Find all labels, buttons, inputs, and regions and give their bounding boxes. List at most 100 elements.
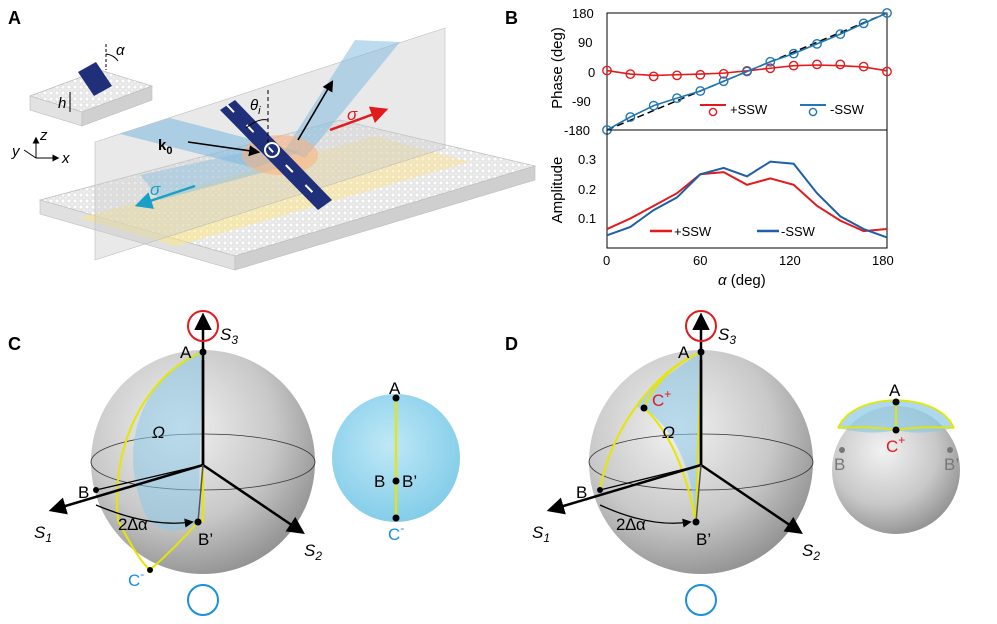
point-bprime-label: B’ [198, 530, 213, 549]
s1-axis [48, 463, 204, 515]
top-c-label: C- [388, 521, 404, 544]
phase-point-minus [858, 18, 869, 29]
lcp-circle-icon [187, 584, 219, 616]
top-a-label: A [889, 381, 901, 400]
phase-point-minus [695, 86, 706, 96]
phase-point-plus [695, 69, 706, 80]
k0-arrow [187, 141, 261, 157]
solid-angle-region [636, 352, 701, 522]
phase-point-plus [882, 66, 892, 77]
x-tick: 120 [779, 253, 801, 268]
phase-tick: -180 [564, 123, 590, 138]
phase-point-minus [812, 38, 822, 49]
top-view-sphere: A C+ B B’ [832, 381, 960, 534]
phase-point-plus [718, 68, 729, 79]
point-b-label: B [576, 483, 587, 502]
amplitude-plot [606, 129, 888, 249]
panel-b: B Phase (deg) Amplitude 180 90 0 -90 -18… [505, 6, 894, 289]
panel-a: A α h [8, 8, 537, 271]
point-c-label: C- [128, 567, 144, 590]
panel-c: C S3 S1 S2 A B B’ Ω 2∆α C- [8, 310, 460, 616]
delta-alpha-arc [599, 504, 692, 528]
s1-label: S1 [34, 523, 52, 545]
phase-point-plus [602, 65, 612, 76]
sigma-teal-label: σ [150, 180, 161, 199]
alpha-label: α [116, 42, 125, 59]
point-c-label: C+ [652, 387, 671, 410]
omega-label: Ω [662, 423, 675, 442]
top-b-label: B [374, 472, 385, 491]
amp-tick: 0.3 [578, 152, 596, 167]
lcp-circle-icon [685, 584, 717, 616]
panel-c-letter: C [8, 334, 21, 354]
legend-plus-ssw: +SSW [730, 102, 768, 117]
panel-b-letter: B [505, 8, 518, 28]
top-view-sphere: A B B’ C- [332, 379, 460, 544]
inset-metal-strip [78, 62, 112, 96]
phase-point-plus [788, 60, 799, 71]
s1-label: S1 [532, 523, 550, 545]
s1-axis [546, 463, 702, 515]
phase-tick: -90 [572, 94, 591, 109]
s2-label: S2 [802, 541, 820, 563]
phase-point-minus [835, 29, 846, 40]
s2-axis [202, 463, 305, 534]
surface-wave-band [80, 136, 470, 246]
axes-triad: z y x [11, 127, 70, 167]
phase-tick: 90 [578, 35, 592, 50]
delta-alpha-arc [95, 504, 194, 528]
amp-tick: 0.2 [578, 182, 596, 197]
phase-point-plus [672, 70, 682, 81]
s3-label: S3 [220, 325, 238, 347]
reflect-arrow [297, 80, 334, 141]
phase-point-minus [765, 56, 776, 67]
x-tick: 0 [603, 253, 610, 268]
point-b-label: B [78, 483, 89, 502]
axis-z-label: z [39, 127, 48, 144]
h-label: h [58, 95, 66, 112]
legend-minus-ssw: -SSW [781, 224, 816, 239]
phase-point-minus [648, 100, 659, 111]
axis-x-label: x [61, 150, 70, 167]
inset-pillar-block: α h [28, 42, 154, 127]
amp-tick: 0.1 [578, 211, 596, 226]
phase-tick: 180 [572, 6, 594, 21]
alpha-xlabel: α (deg) [718, 272, 766, 289]
point-bprime-label: B’ [696, 530, 711, 549]
s3-label: S3 [718, 325, 736, 347]
panel-d: D S3 S1 S2 A B B’ Ω 2∆α C+ [505, 310, 960, 616]
top-c-label: C+ [886, 433, 905, 456]
phase-point-plus [835, 59, 846, 70]
rcp-circle-icon [187, 310, 219, 342]
metasurface-slab: θi k0 σ σ [38, 27, 537, 271]
point-a-label: A [180, 343, 192, 362]
phase-point-plus [765, 63, 776, 74]
x-tick: 180 [872, 253, 894, 268]
plus-ssw-arrow [329, 106, 389, 132]
point-a-label: A [678, 343, 690, 362]
delta-alpha-label: 2∆α [118, 515, 148, 534]
s2-label: S2 [304, 541, 322, 563]
amplitude-legend: +SSW -SSW [650, 224, 816, 239]
top-b-label: B [834, 455, 845, 474]
amplitude-line-plus [606, 171, 888, 233]
top-a-label: A [389, 379, 401, 398]
phase-point-minus [882, 8, 892, 18]
legend-plus-ssw: +SSW [674, 224, 712, 239]
amplitude-ylabel: Amplitude [549, 157, 566, 224]
phase-point-minus [742, 66, 752, 77]
panel-d-letter: D [505, 334, 518, 354]
panel-a-letter: A [8, 8, 21, 28]
solid-angle-region [132, 350, 203, 531]
amplitude-plot-frame [606, 129, 888, 249]
phase-point-plus [648, 71, 659, 82]
top-bprime-label: B’ [944, 455, 959, 474]
theta-label: θi [250, 97, 261, 117]
phase-tick: 0 [588, 65, 595, 80]
s2-axis [700, 463, 803, 534]
rcp-circle-icon [685, 310, 717, 342]
k0-label: k0 [158, 137, 172, 157]
phase-point-minus [718, 76, 729, 87]
top-bprime-label: B’ [402, 472, 417, 491]
